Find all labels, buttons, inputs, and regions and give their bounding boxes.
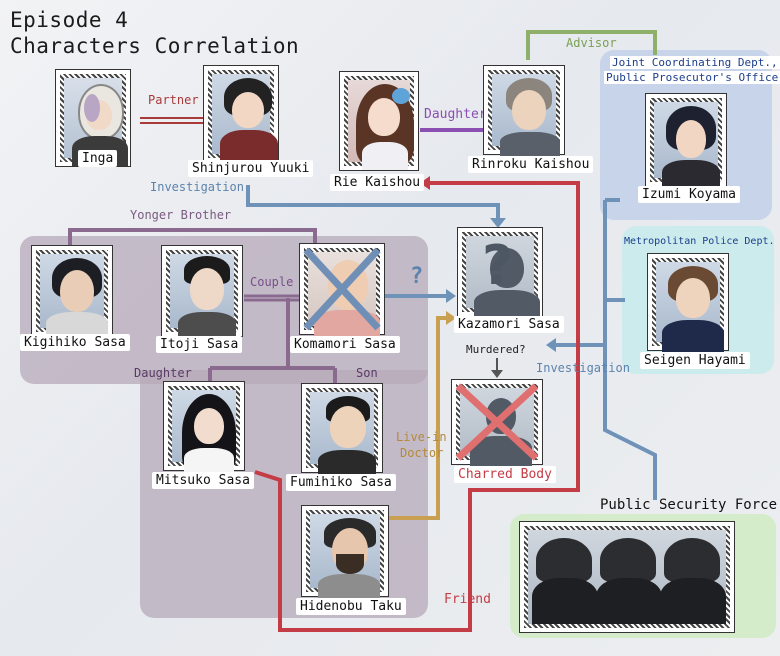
- name-hidenobu: Hidenobu Taku: [296, 598, 406, 615]
- name-izumi: Izumi Koyama: [638, 186, 740, 203]
- character-card-komamori: [300, 244, 384, 334]
- relation-daughter: Daughter: [134, 366, 192, 380]
- name-seigen: Seigen Hayami: [640, 352, 750, 369]
- character-card-itoji: [162, 246, 242, 336]
- name-fumihiko: Fumihiko Sasa: [286, 474, 396, 491]
- relation-younger-brother: Yonger Brother: [130, 208, 231, 222]
- portrait-izumi: [646, 94, 726, 186]
- relation-son: Son: [356, 366, 378, 380]
- relation-couple: Couple: [250, 275, 293, 289]
- name-yuuki: Shinjurou Yuuki: [188, 160, 313, 177]
- portrait-rie: [340, 72, 418, 170]
- page-title-line1: Episode 4: [10, 8, 128, 32]
- character-card-kigihiko: [32, 246, 112, 336]
- name-kazamori: Kazamori Sasa: [454, 316, 564, 333]
- portrait-seigen: [648, 254, 728, 350]
- name-itoji: Itoji Sasa: [156, 336, 242, 353]
- name-security: Public Security Force: [596, 496, 780, 514]
- relation-daughter-rie: Daughter: [424, 107, 487, 122]
- portrait-security: [520, 522, 734, 632]
- cross-mark-komamori: [300, 244, 384, 334]
- character-card-inga: Inga: [56, 70, 130, 166]
- relation-investigation-right: Investigation: [536, 361, 630, 375]
- portrait-kigihiko: [32, 246, 112, 336]
- character-card-hidenobu: [302, 506, 388, 596]
- relation-murdered: Murdered?: [466, 343, 526, 356]
- relation-live-in-1: Live-in: [396, 430, 447, 444]
- org-police: Metropolitan Police Dept.: [624, 236, 775, 247]
- relation-question: ?: [410, 264, 423, 289]
- relation-advisor: Advisor: [566, 36, 617, 50]
- cross-mark-charred: [452, 380, 542, 464]
- portrait-hidenobu: [302, 506, 388, 596]
- relation-partner: Partner: [148, 93, 199, 107]
- org-prosecutor-line2: Public Prosecutor's Office: [604, 71, 780, 84]
- character-card-fumihiko: [302, 384, 382, 472]
- name-kigihiko: Kigihiko Sasa: [20, 334, 130, 351]
- portrait-fumihiko: [302, 384, 382, 472]
- portrait-rinroku: [484, 66, 564, 154]
- name-charred: Charred Body: [454, 466, 556, 483]
- character-card-rinroku: [484, 66, 564, 154]
- character-card-izumi: [646, 94, 726, 186]
- page-title-line2: Characters Correlation: [10, 34, 299, 58]
- name-inga: Inga: [78, 150, 117, 167]
- character-card-mitsuko: [164, 382, 244, 470]
- character-card-security: [520, 522, 734, 632]
- relation-friend: Friend: [444, 592, 491, 607]
- name-mitsuko: Mitsuko Sasa: [152, 472, 254, 489]
- name-rinroku: Rinroku Kaishou: [468, 156, 593, 173]
- relation-investigation-top: Investigation: [150, 180, 244, 194]
- character-card-yuuki: [204, 66, 278, 162]
- character-card-seigen: [648, 254, 728, 350]
- portrait-mitsuko: [164, 382, 244, 470]
- name-rie: Rie Kaishou: [330, 174, 424, 191]
- character-card-kazamori: ?: [458, 228, 542, 316]
- name-komamori: Komamori Sasa: [290, 336, 400, 353]
- portrait-yuuki: [204, 66, 278, 162]
- relation-live-in-2: Doctor: [400, 446, 443, 460]
- character-card-charred: [452, 380, 542, 464]
- character-card-rie: [340, 72, 418, 170]
- org-prosecutor-line1: Joint Coordinating Dept.,: [610, 56, 780, 69]
- portrait-itoji: [162, 246, 242, 336]
- unknown-person-icon: ?: [482, 234, 513, 297]
